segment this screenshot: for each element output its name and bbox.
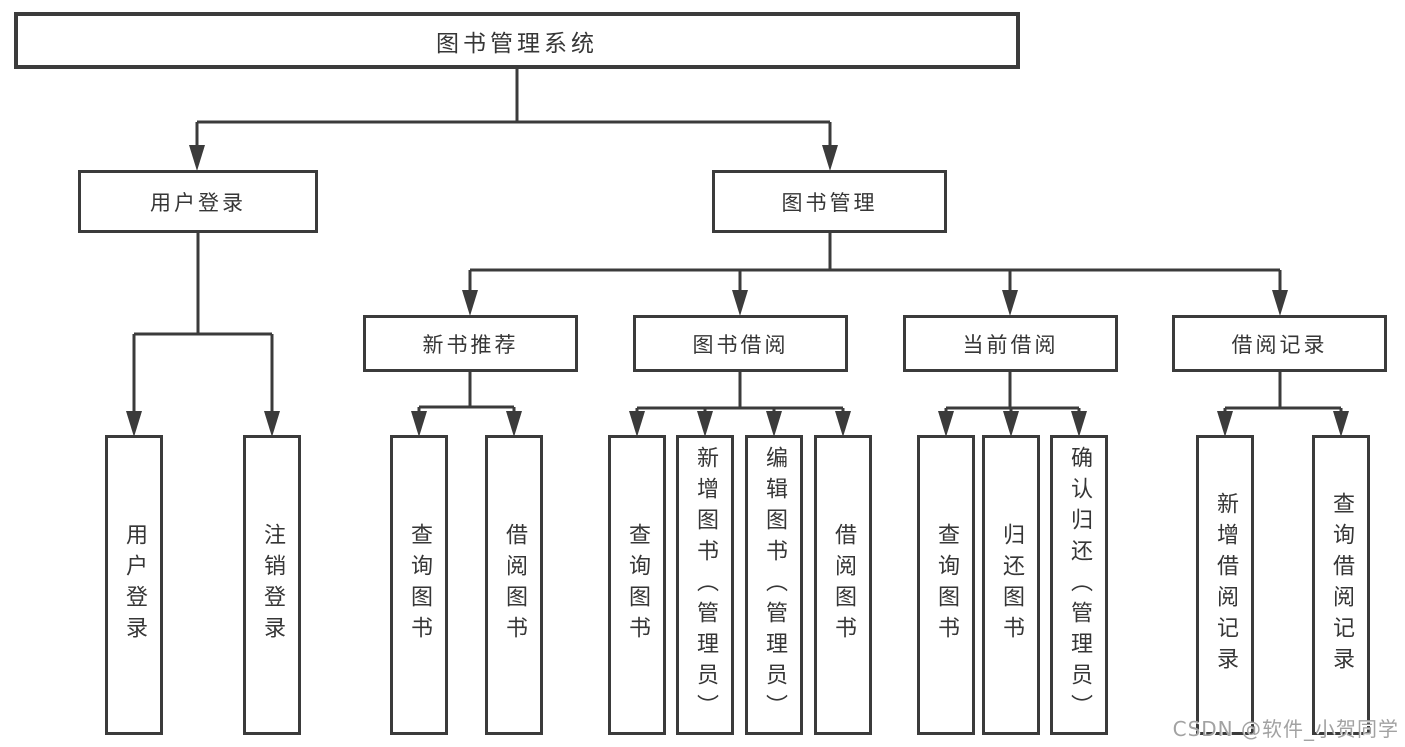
leaf-current-return-books: 归还图书 [982,435,1040,735]
leaf-borrow-edit-books-admin: 编辑图书（管理员） [745,435,803,735]
leaf-borrow-borrow-books-label: 借阅图书 [831,523,856,647]
arrow-down-icon [1333,411,1349,437]
node-book-borrow-label: 图书借阅 [692,332,789,357]
node-root-label: 图书管理系统 [436,30,598,57]
arrow-down-icon [822,145,838,171]
node-root: 图书管理系统 [14,12,1020,69]
leaf-recommend-query-books: 查询图书 [390,435,448,735]
leaf-current-query-books: 查询图书 [917,435,975,735]
leaf-borrow-edit-books-admin-label: 编辑图书（管理员） [762,445,787,725]
leaf-user-login-label: 用户登录 [122,523,147,647]
node-book-management: 图书管理 [712,170,947,233]
arrow-down-icon [1217,411,1233,437]
leaf-recommend-borrow-books-label: 借阅图书 [502,523,527,647]
leaf-current-return-books-label: 归还图书 [999,523,1024,647]
leaf-current-query-books-label: 查询图书 [934,523,959,647]
csdn-watermark: CSDN @软件_小贺同学 [1172,717,1399,741]
leaf-borrow-add-books-admin: 新增图书（管理员） [676,435,734,735]
leaf-record-query-record: 查询借阅记录 [1312,435,1370,735]
arrow-down-icon [938,411,954,437]
leaf-borrow-query-books: 查询图书 [608,435,666,735]
node-current-borrow-label: 当前借阅 [962,332,1059,357]
arrow-down-icon [732,290,748,316]
arrow-down-icon [766,411,782,437]
leaf-borrow-add-books-admin-label: 新增图书（管理员） [693,445,718,725]
arrow-down-icon [411,411,427,437]
node-current-borrow: 当前借阅 [903,315,1118,372]
arrow-down-icon [697,411,713,437]
arrow-down-icon [1002,290,1018,316]
arrow-down-icon [189,145,205,171]
leaf-current-confirm-return-admin: 确认归还（管理员） [1050,435,1108,735]
arrow-down-icon [1272,290,1288,316]
node-user-login: 用户登录 [78,170,318,233]
node-book-borrow: 图书借阅 [633,315,848,372]
leaf-record-add-record: 新增借阅记录 [1196,435,1254,735]
arrow-down-icon [1003,411,1019,437]
node-book-management-label: 图书管理 [781,190,878,215]
leaf-record-add-record-label: 新增借阅记录 [1213,492,1238,678]
arrow-down-icon [1071,411,1087,437]
node-borrow-record-label: 借阅记录 [1231,332,1328,357]
node-new-book-recommend-label: 新书推荐 [422,332,519,357]
arrow-down-icon [264,411,280,437]
leaf-current-confirm-return-admin-label: 确认归还（管理员） [1067,445,1092,725]
node-user-login-label: 用户登录 [150,190,246,215]
leaf-logout-label: 注销登录 [260,523,285,647]
leaf-user-login: 用户登录 [105,435,163,735]
node-new-book-recommend: 新书推荐 [363,315,578,372]
leaf-borrow-borrow-books: 借阅图书 [814,435,872,735]
arrow-down-icon [506,411,522,437]
arrow-down-icon [835,411,851,437]
arrow-down-icon [126,411,142,437]
arrow-down-icon [462,290,478,316]
leaf-borrow-query-books-label: 查询图书 [625,523,650,647]
leaf-recommend-query-books-label: 查询图书 [407,523,432,647]
arrow-down-icon [629,411,645,437]
node-borrow-record: 借阅记录 [1172,315,1387,372]
leaf-record-query-record-label: 查询借阅记录 [1329,492,1354,678]
leaf-recommend-borrow-books: 借阅图书 [485,435,543,735]
leaf-logout: 注销登录 [243,435,301,735]
